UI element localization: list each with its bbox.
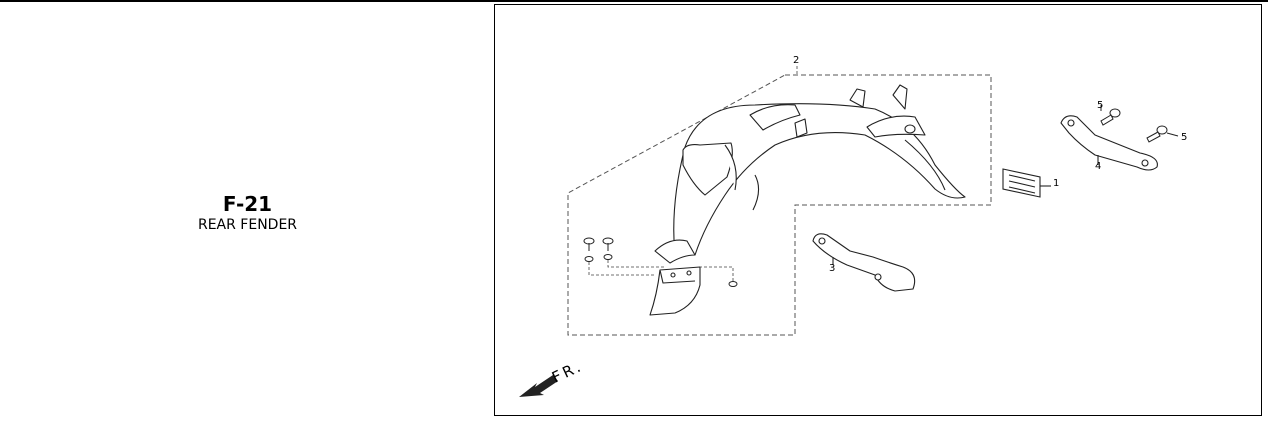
splash-flap [649,266,701,316]
callout-4: 4 [1095,161,1101,172]
figure-title: REAR FENDER [197,217,298,233]
front-arrow-icon [519,375,558,397]
screw-set [583,237,738,287]
rear-fender [654,84,966,264]
bolt [1100,105,1121,126]
top-rule [0,0,1268,2]
assembly-group-outline [567,74,992,336]
part-caption: F-21 REAR FENDER [0,192,495,234]
rubber-pad [1002,168,1051,198]
upper-bracket [1060,115,1158,171]
callout-3: 3 [829,263,835,274]
callout-1: 1 [1053,178,1059,189]
callout-2: 2 [793,55,799,66]
callout-5: 5 [1181,132,1187,143]
figure-code: F-21 [222,192,273,216]
direction-label: FR. [549,357,586,387]
bolt [1146,125,1179,143]
exploded-diagram: 2 5 5 4 1 3 FR. [519,55,1187,397]
leader-lines [588,66,798,281]
lower-bracket [812,233,916,292]
callout-5: 5 [1097,100,1103,111]
diagram-frame: 2 5 5 4 1 3 FR. [494,4,1262,416]
